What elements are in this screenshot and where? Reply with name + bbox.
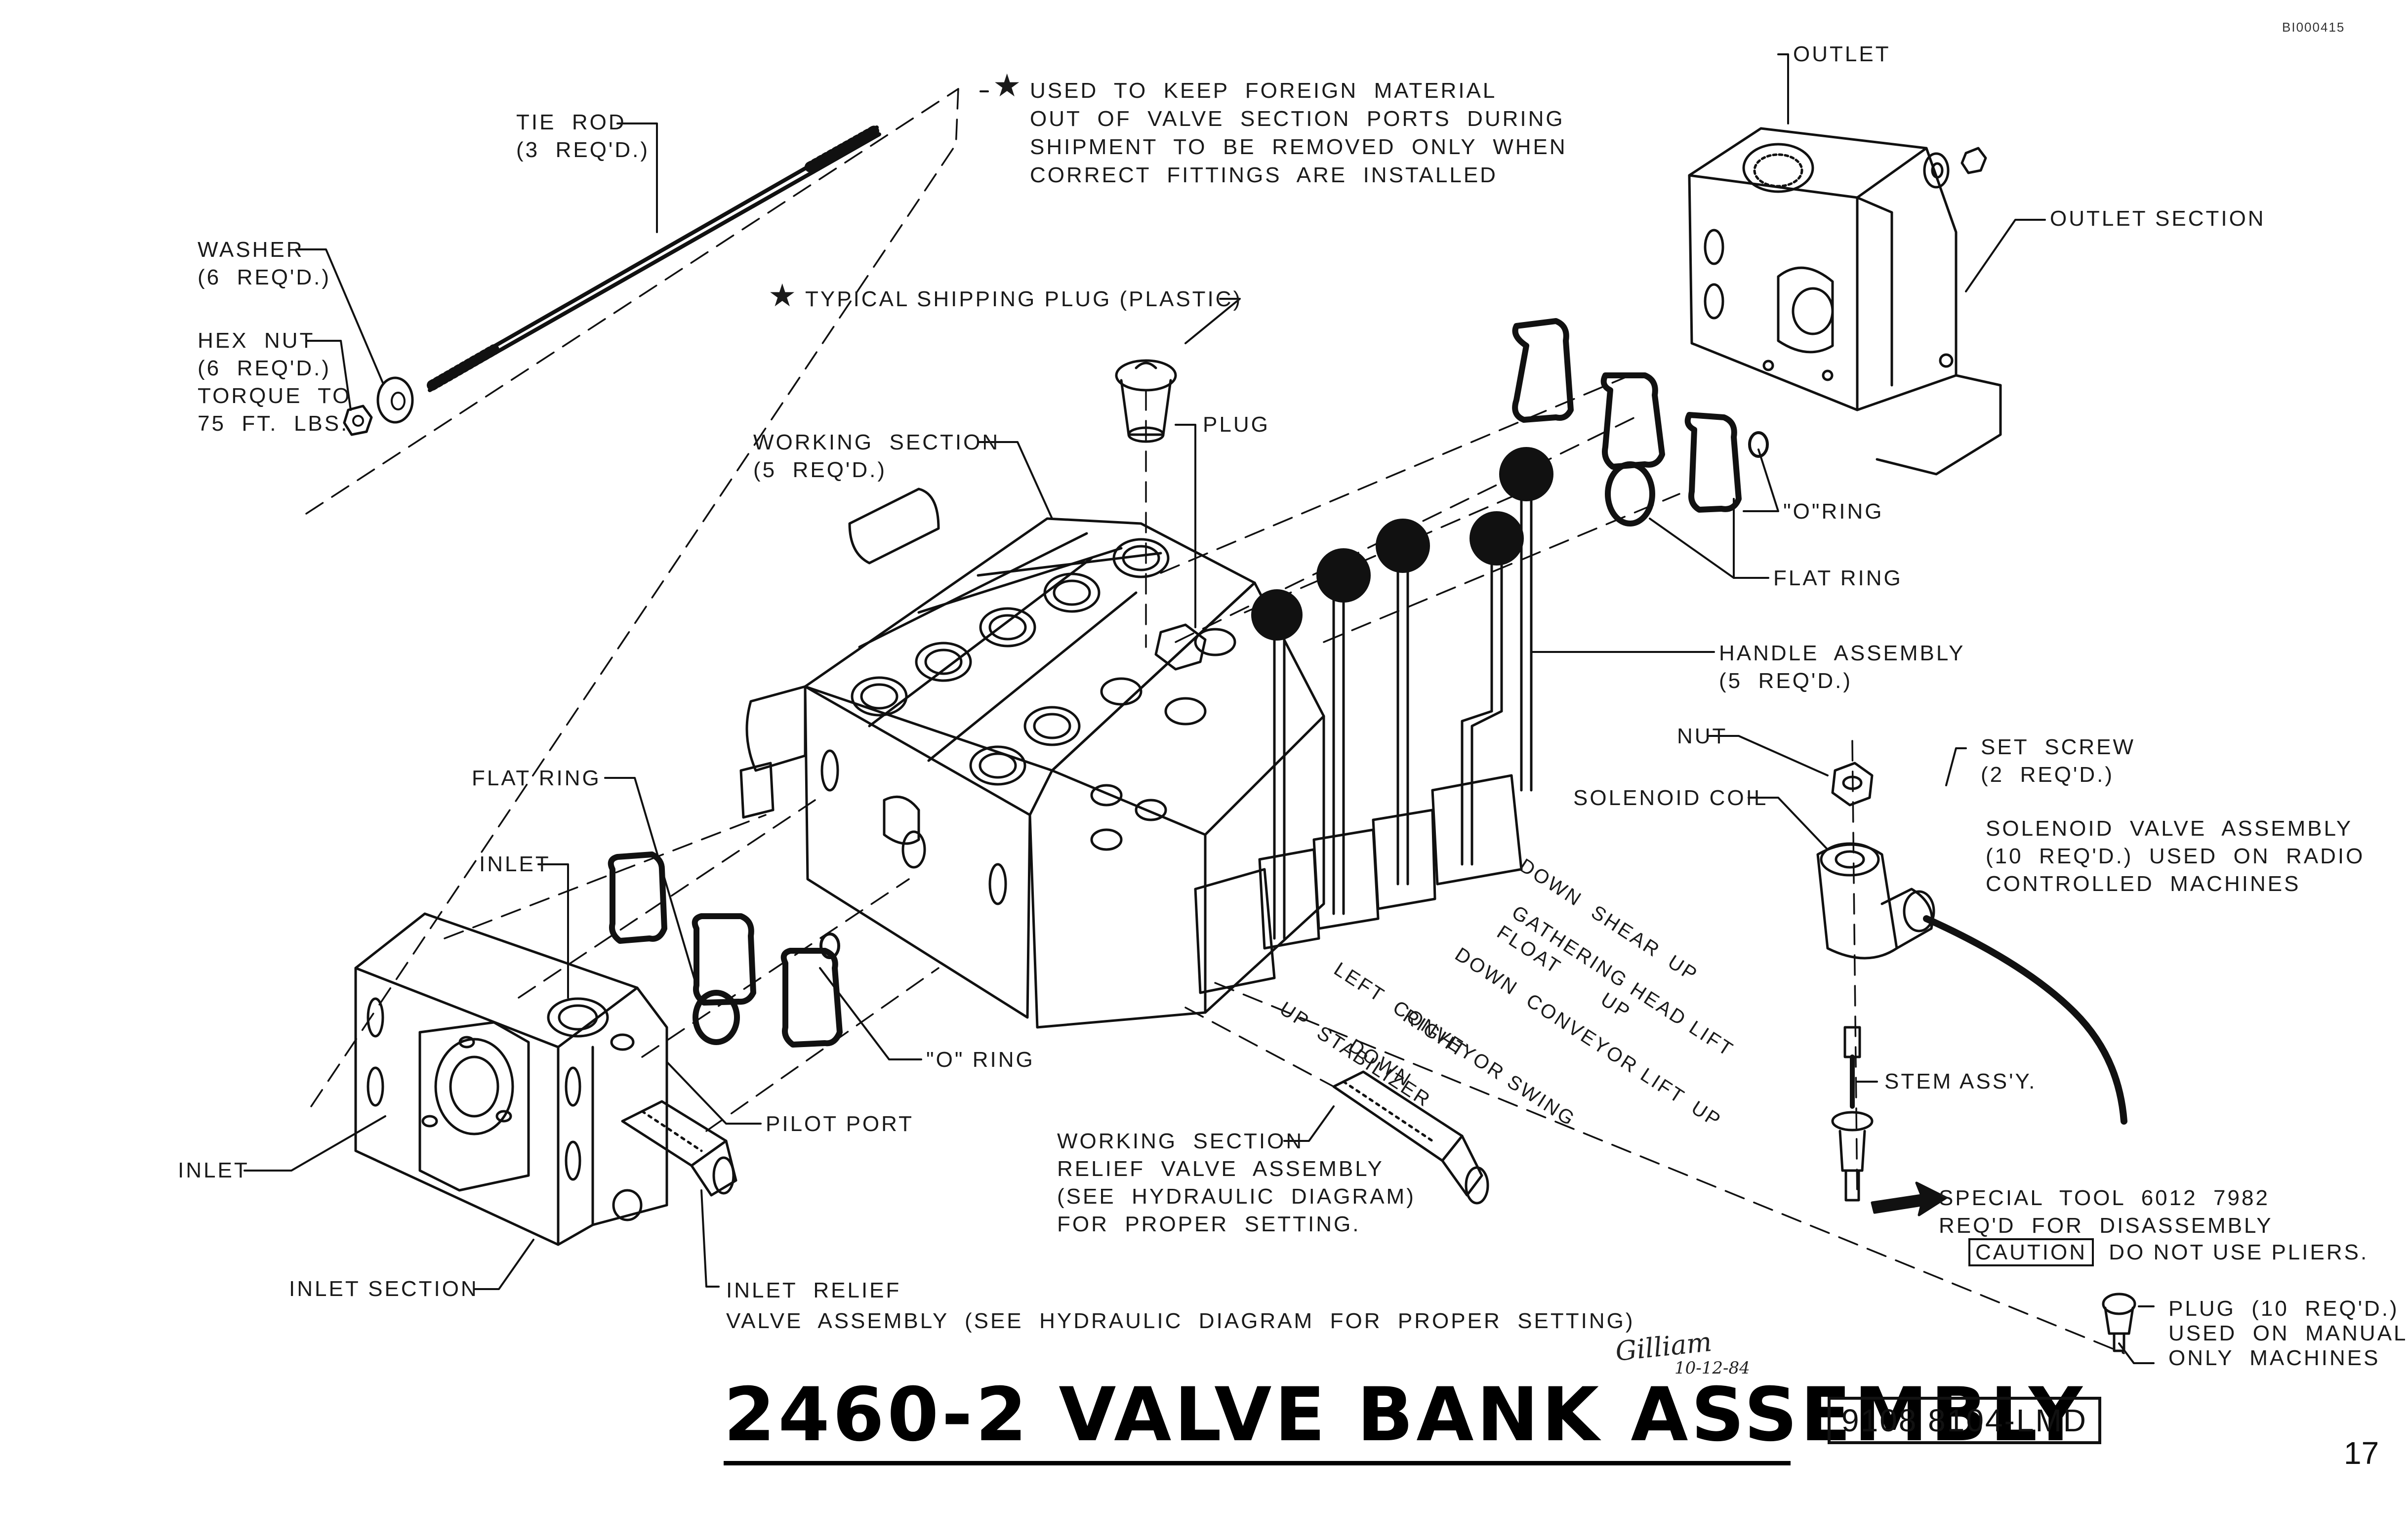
inlet-relief-label: INLET RELIEF VALVE ASSEMBLY (SEE HYDRAUL… <box>726 1278 1635 1333</box>
o-ring-lower <box>693 932 840 1045</box>
outlet-label: OUTLET <box>1793 42 1891 66</box>
title-underline <box>724 1461 1791 1465</box>
plug-label: PLUG <box>1203 412 1270 437</box>
tie-rod-label: TIE ROD (3 REQ'D.) <box>516 110 650 162</box>
star-note-icon: ★ <box>993 68 1023 103</box>
outlet-shipping-plugs <box>1923 147 1987 189</box>
manual-plug-label: PLUG (10 REQ'D.) USED ON MANUAL ONLY MAC… <box>2168 1296 2408 1370</box>
flat-ring-upper <box>1512 318 1742 513</box>
outlet-section-part <box>1688 127 2002 476</box>
inlet-section-part <box>354 912 668 1246</box>
o-ring-bottom-label: "O" RING <box>926 1048 1035 1072</box>
leader-lines <box>244 53 2155 1364</box>
stem-assembly-part <box>1831 1026 1874 1202</box>
handle-assemblies <box>1194 447 1553 994</box>
pilot-port-label: PILOT PORT <box>766 1112 914 1136</box>
caution-line: CAUTION DO NOT USE PLIERS. <box>1968 1238 2369 1266</box>
stem-assy-label: STEM ASS'Y. <box>1884 1069 2037 1094</box>
hex-nut-part <box>343 405 373 436</box>
washer-part <box>376 376 414 424</box>
flat-ring-top-label: FLAT RING <box>1773 566 1903 590</box>
part-number-box: 9108 8104-LMD <box>1828 1397 2101 1444</box>
flat-ring-left-label: FLAT RING <box>472 766 601 790</box>
flat-ring-lower <box>608 851 843 1048</box>
working-section-label: WORKING SECTION (5 REQ'D.) <box>753 430 1000 482</box>
solenoid-coil-part <box>1816 842 2127 1125</box>
solenoid-coil-label: SOLENOID COIL <box>1573 786 1768 810</box>
inlet-left-label: INLET <box>178 1158 249 1182</box>
inlet-relief-valve-part <box>621 1100 737 1197</box>
caution-box: CAUTION <box>1968 1238 2094 1266</box>
inlet-section-label: INLET SECTION <box>289 1277 479 1301</box>
caution-text: DO NOT USE PLIERS. <box>2109 1240 2369 1264</box>
shipping-plug-star-icon: ★ <box>768 278 799 313</box>
hex-nut-label: HEX NUT (6 REQ'D.) TORQUE TO 75 FT. LBS. <box>198 328 352 436</box>
working-relief-label: WORKING SECTION RELIEF VALVE ASSEMBLY (S… <box>1057 1129 1416 1236</box>
outlet-section-label: OUTLET SECTION <box>2050 206 2266 231</box>
special-tool-label: SPECIAL TOOL 6012 7982 REQ'D FOR DISASSE… <box>1939 1186 2273 1238</box>
page-number: 17 <box>2344 1435 2379 1471</box>
plastic-shipping-plug-part <box>1115 359 1177 443</box>
document-id: BI000415 <box>2282 20 2345 35</box>
working-relief-valve-part <box>1332 1070 1489 1205</box>
star-note-label: USED TO KEEP FOREIGN MATERIAL OUT OF VAL… <box>1030 79 1567 187</box>
set-screw-label: SET SCREW (2 REQ'D.) <box>1981 735 2136 787</box>
solenoid-nut-part <box>1831 762 1874 807</box>
inlet-upper-label: INLET <box>479 852 551 876</box>
tie-rod-part <box>427 124 882 392</box>
o-ring-top-label: "O"RING <box>1783 499 1884 524</box>
special-tool-arrow <box>1871 1181 1948 1216</box>
manual-plug-part <box>2102 1293 2136 1352</box>
washer-label: WASHER (6 REQ'D.) <box>198 238 331 289</box>
solenoid-valve-assembly-label: SOLENOID VALVE ASSEMBLY (10 REQ'D.) USED… <box>1986 816 2365 896</box>
handle-assembly-label: HANDLE ASSEMBLY (5 REQ'D.) <box>1719 641 1965 693</box>
signature-date: 10-12-84 <box>1674 1358 1750 1378</box>
o-ring-upper <box>1605 431 1769 526</box>
nut-label: NUT <box>1677 724 1728 748</box>
valve-bank-body <box>739 487 1325 1029</box>
shipping-plug-label: TYPICAL SHIPPING PLUG (PLASTIC) <box>805 287 1243 311</box>
